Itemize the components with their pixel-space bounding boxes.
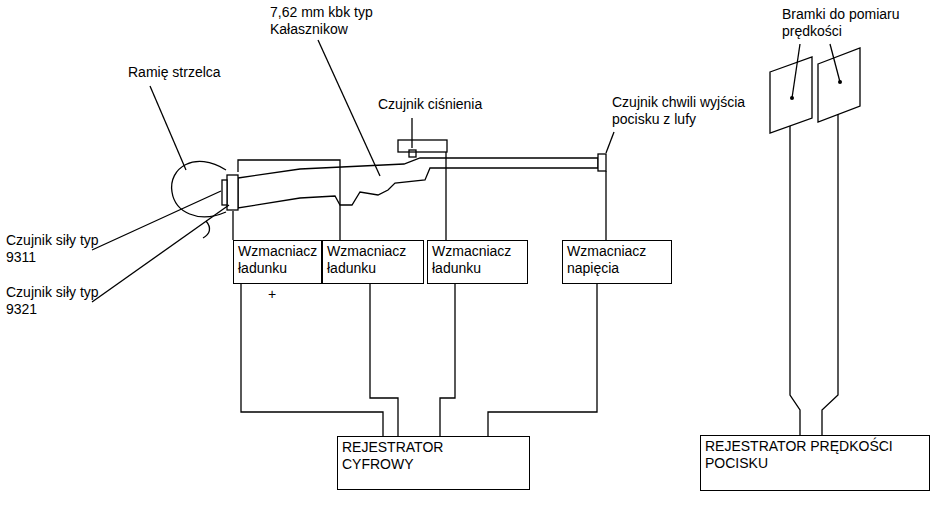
gate-dot <box>838 80 842 84</box>
part-label: Czujnik chwili wyjścia pocisku z lufy <box>612 94 777 128</box>
box-text: Wzmacniacz ładunku <box>432 243 523 277</box>
part-label: Czujnik siły typ 9311 <box>6 232 101 266</box>
amplifier-box: Wzmacniacz ładunku <box>233 240 322 284</box>
amplifier-box: Wzmacniacz napięcia <box>562 240 672 284</box>
leader-line <box>150 86 186 170</box>
pressure-sensor <box>409 150 416 157</box>
part-label: Czujnik siły typ 9321 <box>6 284 101 318</box>
wire <box>445 152 446 240</box>
part-label: Bramki do pomiaru prędkości <box>782 6 922 40</box>
wire <box>238 160 340 240</box>
signal-wire <box>440 284 455 436</box>
amplifier-box: Wzmacniacz ładunku <box>427 240 528 284</box>
box-text: REJESTRATOR CYFROWY <box>342 439 462 473</box>
recorder-box: REJESTRATOR PRĘDKOŚCI POCISKU <box>700 435 930 491</box>
shooter-arm <box>172 161 226 216</box>
muzzle-sensor <box>598 154 606 171</box>
speed-gate <box>770 57 812 133</box>
leader-line <box>606 132 614 153</box>
part-label: Ramię strzelca <box>128 64 221 81</box>
leader-line <box>92 191 221 250</box>
amplifier-box: Wzmacniacz ładunku <box>322 240 424 284</box>
gate-wire <box>790 126 800 435</box>
force-sensor-9311 <box>222 180 227 205</box>
speed-gate <box>818 48 860 122</box>
signal-wire <box>488 284 597 436</box>
rifle-body <box>238 158 598 208</box>
wire <box>232 211 233 240</box>
box-text: Wzmacniacz ładunku <box>327 243 419 277</box>
arm-line <box>203 221 210 238</box>
leader-line <box>830 44 840 82</box>
signal-wire <box>370 284 398 436</box>
signal-wire <box>241 284 383 436</box>
part-label: + <box>268 286 276 303</box>
gate-dot <box>790 96 794 100</box>
box-text: Wzmacniacz napięcia <box>567 243 667 277</box>
part-label: 7,62 mm kbk typ Kałasznikow <box>270 4 395 38</box>
pressure-mount <box>398 140 447 152</box>
box-text: Wzmacniacz ładunku <box>238 243 317 277</box>
leader-line <box>792 44 800 98</box>
recorder-box: REJESTRATOR CYFROWY <box>337 436 530 490</box>
part-label: Czujnik ciśnienia <box>378 96 482 113</box>
wire <box>605 171 606 240</box>
leader-line <box>411 118 412 148</box>
leader-line <box>318 40 380 176</box>
leader-line <box>92 205 229 302</box>
gate-wire <box>822 114 838 435</box>
box-text: REJESTRATOR PRĘDKOŚCI POCISKU <box>705 438 925 472</box>
